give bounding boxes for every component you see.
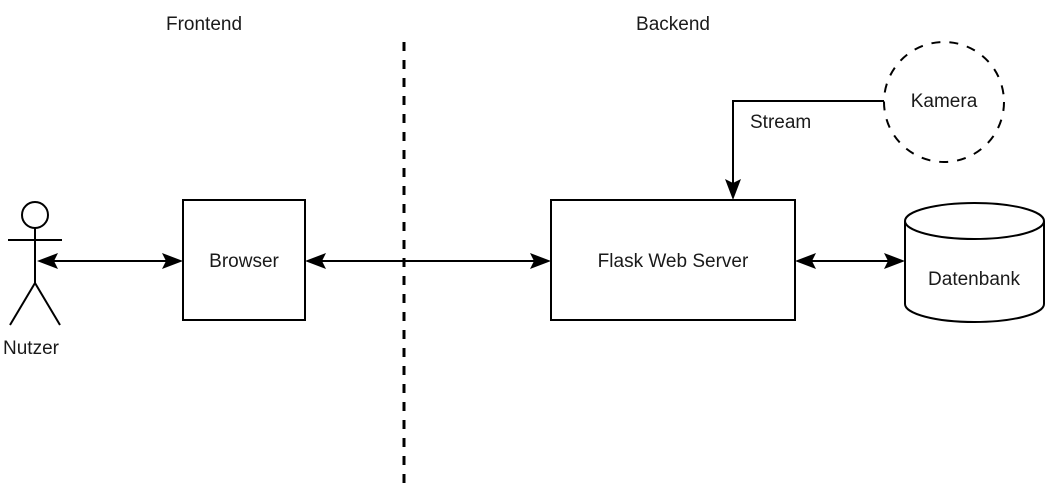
connector-stream-path (732, 100, 884, 186)
browser-label: Browser (209, 251, 279, 272)
actor-right-leg-line (34, 282, 61, 326)
kamera-label: Kamera (911, 91, 978, 112)
actor-nutzer: Nutzer (3, 201, 62, 359)
actor-label: Nutzer (3, 338, 60, 359)
datenbank-cylinder-top-ellipse (904, 220, 1045, 240)
flask-web-server-label: Flask Web Server (598, 251, 749, 272)
flask-web-server-box (550, 199, 796, 321)
datenbank-cylinder-body (904, 202, 1045, 323)
connector-server-database (795, 253, 905, 269)
datenbank-label: Datenbank (928, 269, 1020, 290)
node-datenbank: Datenbank (904, 202, 1045, 323)
actor-left-leg-line (9, 282, 36, 326)
node-browser: Browser (182, 199, 306, 321)
connector-browser-server (305, 253, 551, 269)
actor-head-icon (21, 201, 49, 229)
arrow-head-toward-server (530, 253, 551, 269)
arrow-head-toward-actor (37, 253, 58, 269)
node-kamera: Kamera (883, 41, 1005, 163)
arrow-head-toward-server-2 (795, 253, 816, 269)
arrow-head-toward-browser-2 (305, 253, 326, 269)
arrow-head-toward-browser (162, 253, 183, 269)
connector-actor-browser (37, 253, 183, 269)
stream-connector-label: Stream (750, 112, 811, 133)
arrow-head-stream-into-server (725, 179, 741, 200)
frontend-section-label: Frontend (166, 14, 242, 35)
backend-section-label: Backend (636, 14, 710, 35)
connector-kamera-server: Stream (725, 100, 884, 200)
browser-box (182, 199, 306, 321)
arrow-head-toward-database (884, 253, 905, 269)
node-flask-web-server: Flask Web Server (550, 199, 796, 321)
